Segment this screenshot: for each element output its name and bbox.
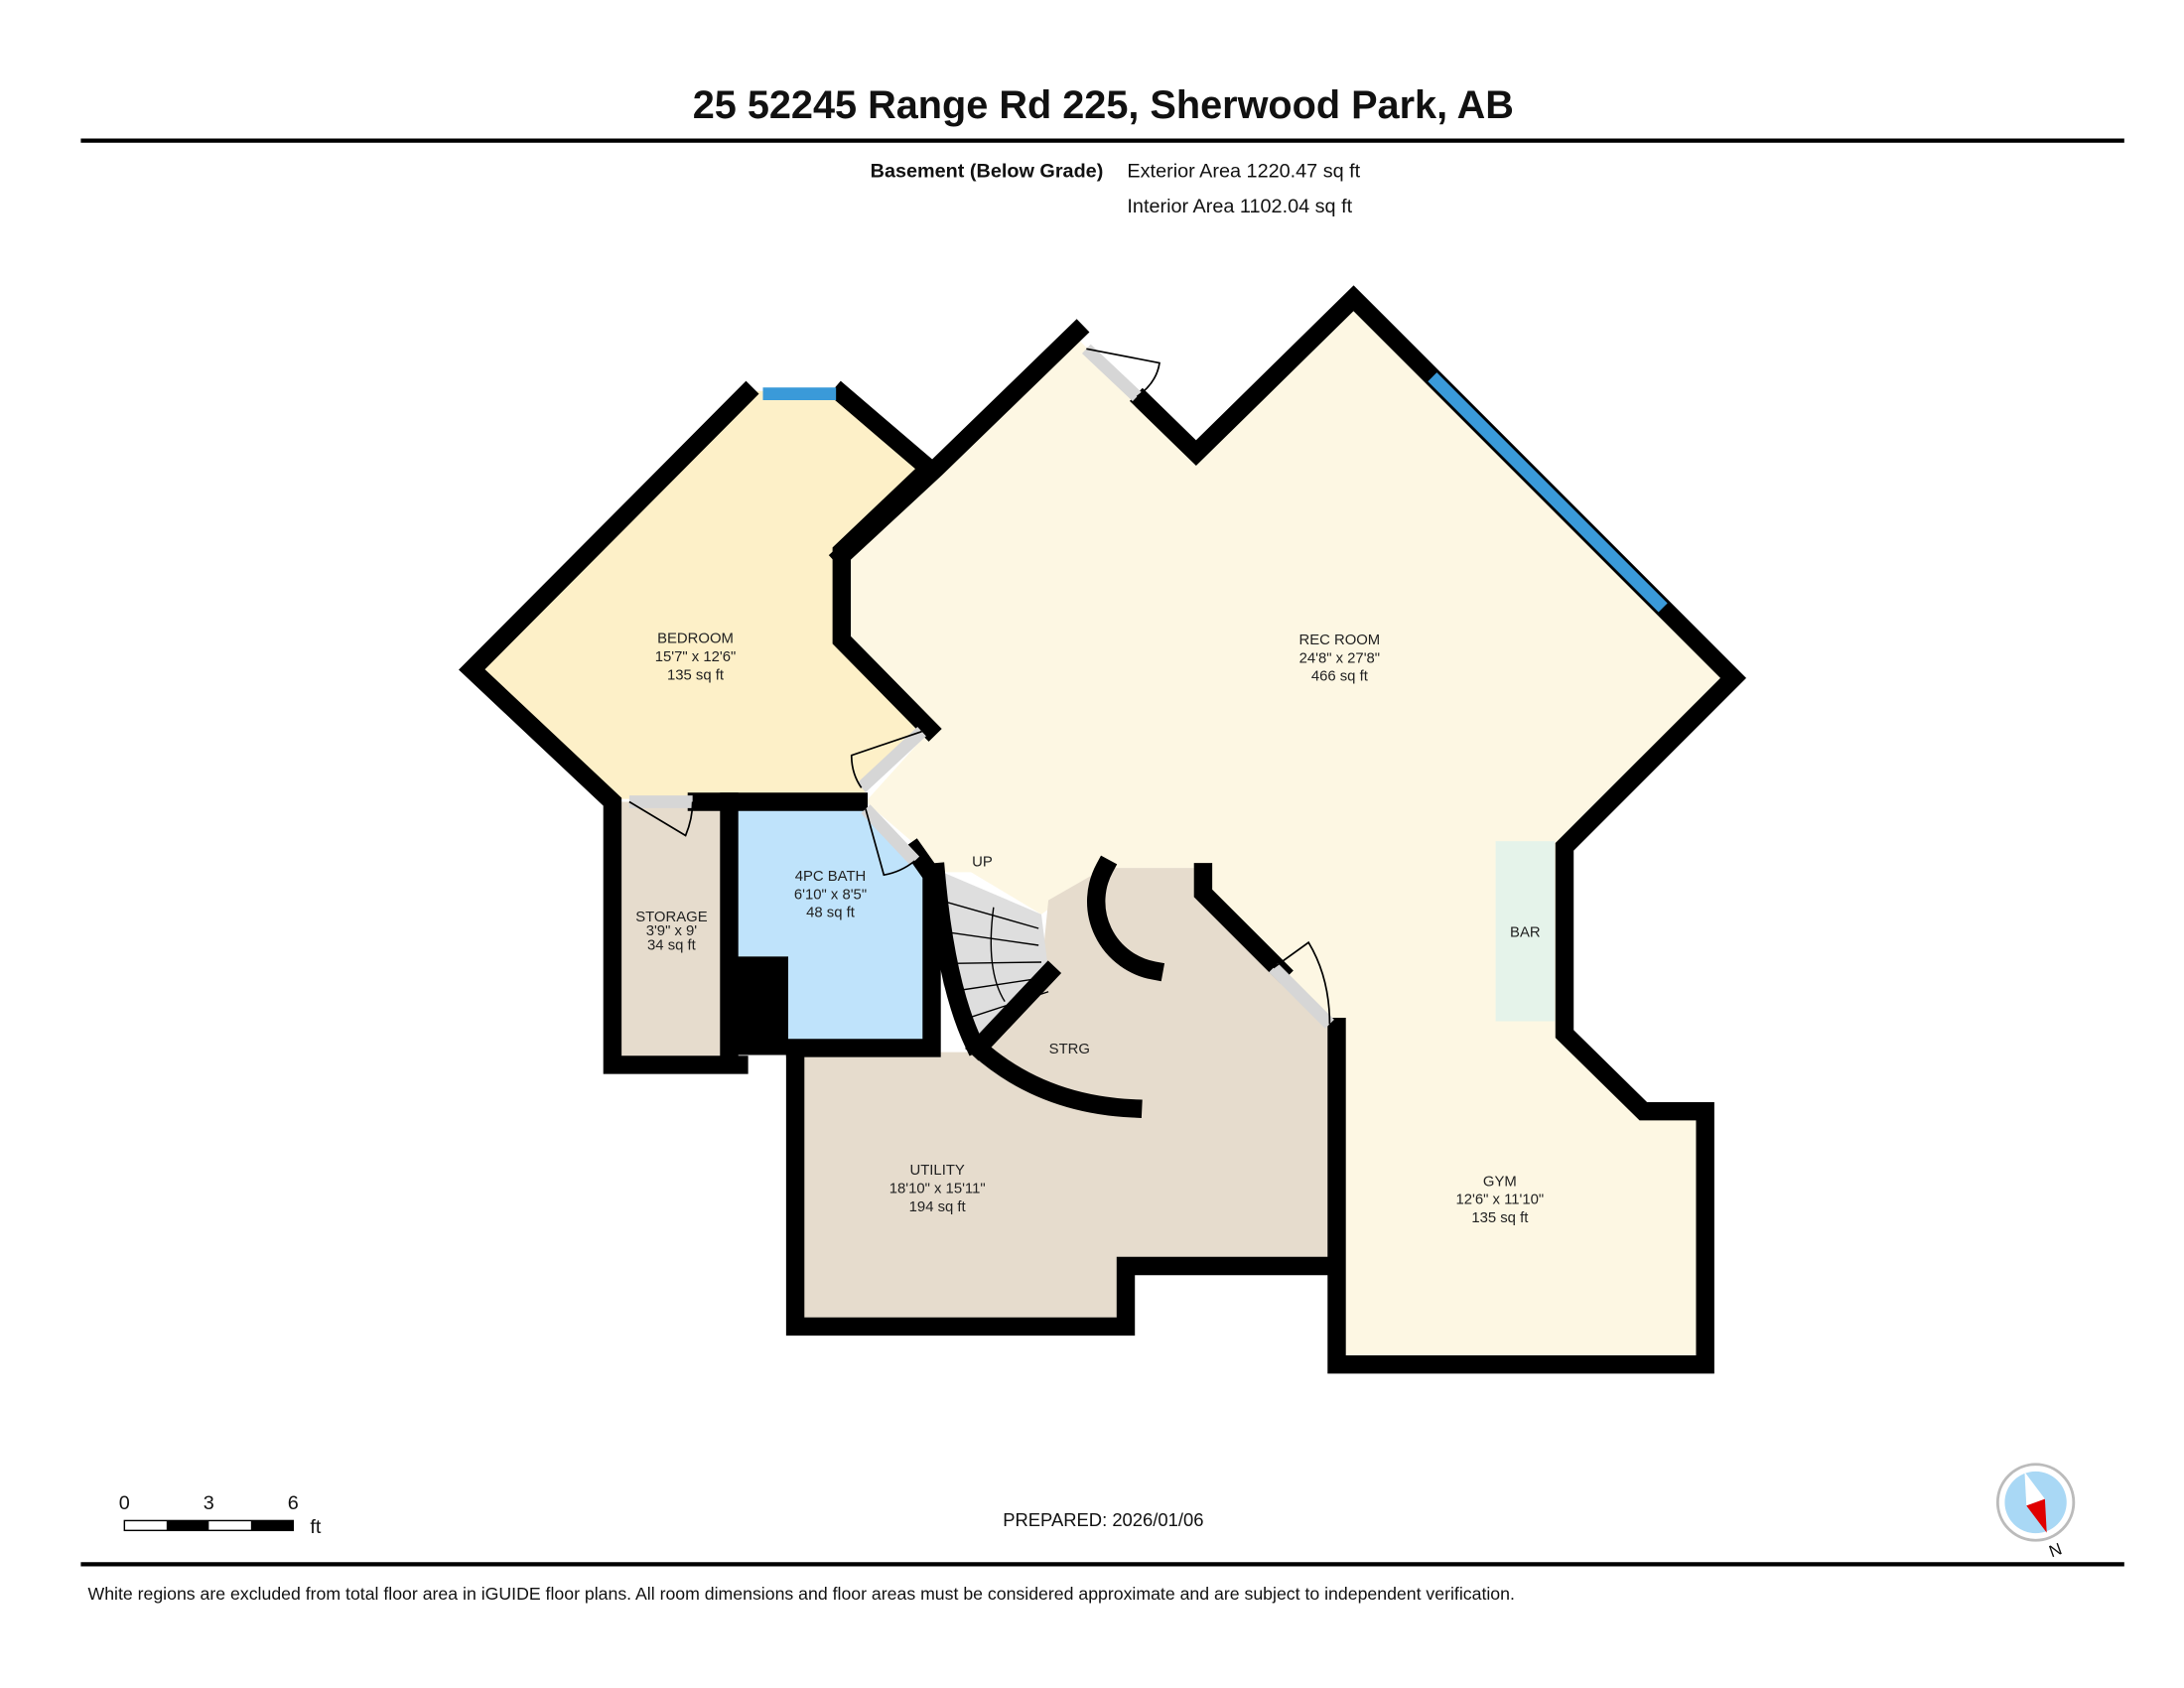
exterior-wall — [1129, 285, 1747, 1374]
room-area: 48 sq ft — [806, 906, 856, 921]
bedroom-area — [472, 390, 929, 799]
room-area: 135 sq ft — [667, 667, 725, 683]
bedroom-wall — [459, 380, 759, 1074]
prepared-date: PREPARED: 2026/01/06 — [1003, 1509, 1203, 1530]
compass-icon: N — [1995, 1463, 2076, 1561]
room-name: UTILITY — [910, 1163, 965, 1179]
bath-wall — [785, 838, 941, 1057]
column-block — [732, 956, 788, 1055]
utility-wall — [785, 1043, 1343, 1336]
strg-arc-wall — [965, 1035, 1143, 1118]
svg-text:N: N — [2046, 1539, 2064, 1561]
page-title: 25 52245 Range Rd 225, Sherwood Park, AB — [693, 83, 1514, 127]
strg-label: STRG — [1049, 1042, 1090, 1057]
exterior-area: Exterior Area 1220.47 sq ft — [1127, 161, 1360, 183]
floor-plan: BEDROOM 15'7" x 12'6" 135 sq ft REC ROOM… — [459, 285, 1747, 1374]
svg-text:6: 6 — [288, 1492, 299, 1514]
room-dims: 6'10" x 8'5" — [794, 887, 867, 903]
room-name: STORAGE — [635, 910, 707, 925]
room-name: 4PC BATH — [795, 869, 867, 885]
floor-label: Basement (Below Grade) — [871, 161, 1104, 183]
room-dims: 3'9" x 9' — [646, 923, 698, 939]
door[interactable] — [861, 804, 920, 877]
bedroom-wall — [828, 380, 943, 742]
room-area: 34 sq ft — [647, 937, 697, 953]
room-dims: 15'7" x 12'6" — [655, 649, 737, 665]
door[interactable] — [1269, 940, 1334, 1029]
strg-curved-wall — [1087, 855, 1165, 982]
room-area: 135 sq ft — [1471, 1210, 1529, 1226]
bath-area — [732, 801, 929, 1049]
room-area: 466 sq ft — [1311, 669, 1369, 685]
room-dims: 24'8" x 27'8" — [1299, 650, 1381, 666]
room-name: BEDROOM — [657, 631, 734, 646]
svg-text:ft: ft — [310, 1516, 322, 1538]
storage-area — [612, 801, 733, 1062]
door[interactable] — [1081, 344, 1160, 402]
scale-bar: 0 3 6 ft — [119, 1492, 322, 1538]
room-dims: 18'10" x 15'11" — [889, 1181, 986, 1196]
stair-curved-wall — [925, 862, 987, 1056]
door[interactable] — [850, 726, 926, 793]
bar-label: BAR — [1510, 925, 1541, 941]
bar-area — [1495, 841, 1556, 1022]
room-area: 194 sq ft — [909, 1199, 967, 1215]
room-name: REC ROOM — [1298, 633, 1380, 648]
svg-text:3: 3 — [204, 1492, 214, 1514]
strg-divider — [965, 960, 1062, 1061]
stairs-up-label: UP — [972, 855, 993, 871]
rec-room-gym-area — [841, 302, 1731, 1362]
interior-area: Interior Area 1102.04 sq ft — [1127, 196, 1352, 217]
strg-wall — [1193, 863, 1294, 984]
window — [1428, 372, 1668, 613]
disclaimer: White regions are excluded from total fl… — [87, 1584, 1514, 1604]
door[interactable] — [628, 795, 694, 837]
svg-text:0: 0 — [119, 1492, 130, 1514]
room-name: GYM — [1483, 1174, 1517, 1190]
room-dims: 12'6" x 11'10" — [1456, 1193, 1545, 1208]
